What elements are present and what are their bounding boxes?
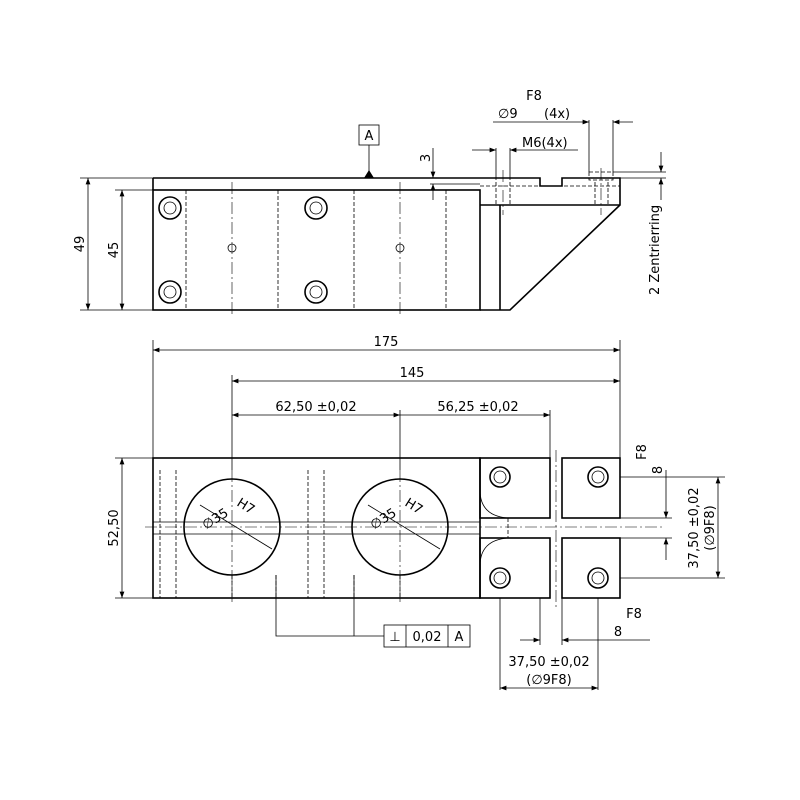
tolerance-value: 0,02: [413, 630, 442, 645]
bore-1-fit: H7: [234, 496, 257, 518]
front-view: [80, 119, 666, 316]
dim-width: 52,50: [107, 509, 122, 546]
bore-2-fit: H7: [402, 496, 425, 518]
hole-dia: ∅9: [498, 107, 518, 122]
dim-pitch-2: 56,25 ±0,02: [437, 400, 518, 415]
dim-pitch-1: 62,50 ±0,02: [275, 400, 356, 415]
dim-length: 175: [374, 335, 399, 350]
dim-height-total: 49: [73, 236, 88, 253]
dim-right-small-fit: F8: [635, 444, 650, 460]
dim-bottom-horizontal-note: (∅9F8): [526, 673, 572, 688]
bore-1-dia: ∅35: [200, 506, 232, 533]
dim-height-body: 45: [107, 242, 122, 259]
dim-right-vertical-note: (∅9F8): [703, 505, 718, 551]
dim-bottom-small: 8: [614, 625, 622, 640]
dim-right-small: 8: [651, 466, 666, 474]
tolerance-symbol: ⊥: [389, 630, 400, 645]
dim-bottom-horizontal: 37,50 ±0,02: [508, 655, 589, 670]
datum-label: A: [365, 129, 374, 144]
dim-bottom-small-fit: F8: [626, 607, 642, 622]
top-view: [115, 340, 725, 691]
centering-label: 2 Zentrierring: [648, 205, 663, 295]
thread-label: M6(4x): [522, 136, 568, 151]
mounting-holes: [489, 466, 609, 589]
hole-count: (4x): [544, 107, 570, 122]
dim-right-vertical: 37,50 ±0,02: [687, 487, 702, 568]
hole-fit: F8: [526, 89, 542, 104]
counterbore-holes: [158, 196, 405, 304]
dim-step: 3: [419, 154, 434, 162]
tolerance-datum: A: [455, 630, 464, 645]
dim-bore-span: 145: [400, 366, 425, 381]
bore-2-dia: ∅35: [368, 506, 400, 533]
